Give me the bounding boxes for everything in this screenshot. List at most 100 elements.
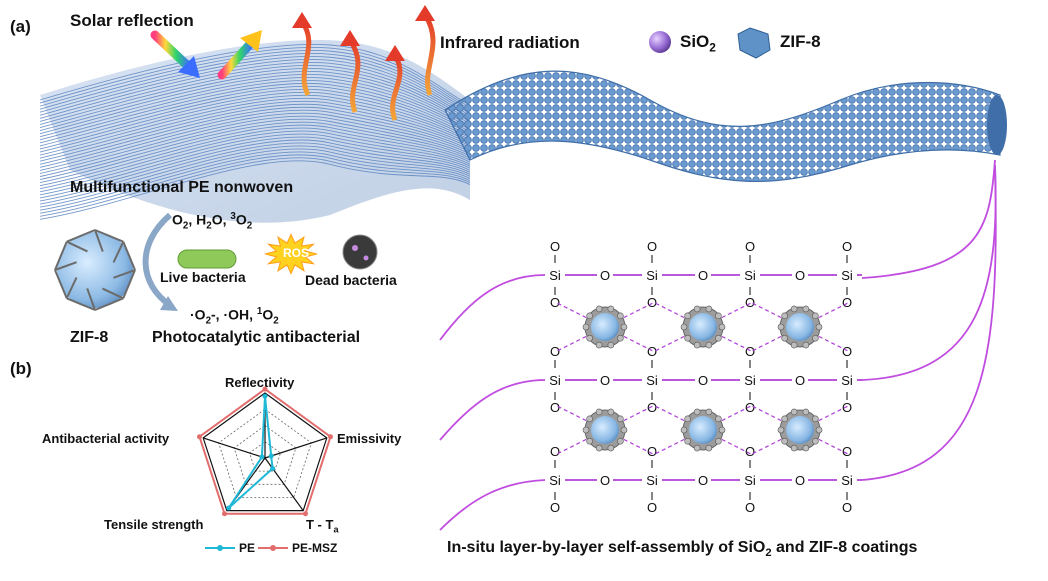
lattice-si-atom: Si	[646, 373, 658, 388]
lattice-o-atom: O	[745, 344, 755, 359]
lattice-o-atom: O	[647, 295, 657, 310]
photocatalytic-label: Photocatalytic antibacterial	[152, 329, 361, 346]
lattice-o-atom: O	[842, 444, 852, 459]
process-arrowhead-icon	[160, 296, 178, 311]
radar-outer-frame	[202, 392, 328, 512]
lattice-o-atom: O	[550, 344, 560, 359]
lattice-o-atom: O	[600, 473, 610, 488]
lattice-o-atom: O	[647, 400, 657, 415]
lattice-si-atom: Si	[841, 473, 853, 488]
lattice-o-atom: O	[842, 500, 852, 515]
lattice-o-atom: O	[842, 239, 852, 254]
lattice-o-atom: O	[745, 500, 755, 515]
lattice-si-atom: Si	[744, 268, 756, 283]
zif8-cluster-icon	[582, 305, 628, 349]
lattice-o-atom: O	[550, 295, 560, 310]
lattice-o-atom: O	[647, 500, 657, 515]
lattice-o-atom: O	[745, 400, 755, 415]
solar-reflection-label: Solar reflection	[70, 11, 194, 30]
lattice-o-atom: O	[600, 268, 610, 283]
radar-point-pe	[270, 466, 276, 472]
lattice-o-atom: O	[647, 239, 657, 254]
radar-spoke	[202, 437, 266, 459]
panel-b-label: (b)	[10, 359, 32, 378]
zif8-cluster-icon	[777, 305, 823, 349]
radar-axis-t-ta: T - Ta	[306, 517, 339, 535]
lattice-o-atom: O	[795, 473, 805, 488]
ros-label: ROS	[283, 246, 310, 260]
legend-sio2: SiO2	[680, 32, 716, 55]
zif8-particle-icon	[54, 229, 136, 311]
radar-axis-antibacterial: Antibacterial activity	[42, 431, 170, 446]
zif8-cluster-icon	[680, 408, 726, 452]
zif8-particle-label: ZIF-8	[70, 329, 109, 346]
lattice-o-atom: O	[550, 500, 560, 515]
radar-point-pe-msz	[222, 511, 228, 517]
lattice-o-atom: O	[698, 473, 708, 488]
lattice-o-atom: O	[550, 239, 560, 254]
lattice-si-atom: Si	[841, 373, 853, 388]
radar-legend	[205, 545, 288, 551]
live-bacteria-label: Live bacteria	[160, 269, 246, 285]
legend-zif8: ZIF-8	[780, 32, 821, 51]
lattice-connector-lines	[439, 159, 997, 531]
lattice-o-atom: O	[698, 268, 708, 283]
lattice-si-atom: Si	[841, 268, 853, 283]
lattice-o-atom: O	[647, 444, 657, 459]
lattice-si-atom: Si	[744, 473, 756, 488]
radar-axis-tensile: Tensile strength	[104, 517, 204, 532]
infrared-radiation-label: Infrared radiation	[440, 33, 580, 52]
dead-bacteria-label: Dead bacteria	[305, 272, 397, 288]
lattice-o-atom: O	[550, 400, 560, 415]
lattice-si-atom: Si	[744, 373, 756, 388]
live-bacteria-icon	[177, 249, 237, 269]
radar-point-pe-msz	[302, 511, 308, 517]
lattice-si-atom: Si	[646, 268, 658, 283]
lattice-o-atom: O	[795, 268, 805, 283]
nonwoven-title: Multifunctional PE nonwoven	[70, 179, 294, 196]
lattice-o-atom: O	[842, 400, 852, 415]
lattice-caption: In-situ layer-by-layer self-assembly of …	[447, 539, 918, 560]
zif8-cluster-icon	[582, 408, 628, 452]
lattice-si-atom: Si	[549, 473, 561, 488]
lattice-si-atom: Si	[549, 373, 561, 388]
zif8-cluster-icon	[680, 305, 726, 349]
lattice-o-atom: O	[842, 295, 852, 310]
infrared-arrowheads	[292, 5, 435, 61]
lattice-si-atom: Si	[646, 473, 658, 488]
lattice-o-atom: O	[745, 239, 755, 254]
pe-nonwoven-illustration	[39, 40, 471, 223]
radar-point-pe	[262, 393, 268, 399]
infrared-arrows	[299, 13, 436, 121]
radar-series-pe	[227, 396, 274, 509]
lattice-o-atom: O	[647, 344, 657, 359]
lattice-o-atom: O	[745, 295, 755, 310]
panel-a-label: (a)	[10, 17, 31, 36]
radar-point-pe	[259, 454, 265, 460]
sio2-sphere-icon	[649, 31, 671, 53]
dead-bacteria-icon	[342, 234, 378, 270]
coated-fiber	[444, 70, 1007, 183]
lattice-o-atom: O	[842, 344, 852, 359]
reactants-label: O2, H2O, 3O2	[172, 211, 253, 232]
radar-point-pe-msz	[262, 386, 268, 392]
legend-pemsz-label: PE-MSZ	[292, 541, 338, 555]
radar-point-pe-msz	[328, 434, 334, 440]
lattice-o-atom: O	[745, 444, 755, 459]
solar-reflection-arrows	[150, 30, 262, 80]
ros-burst-icon	[264, 233, 318, 275]
radar-point-pe	[226, 505, 232, 511]
radar-point-pe-msz	[196, 434, 202, 440]
lattice-o-atom: O	[550, 444, 560, 459]
lattice-o-atom: O	[698, 373, 708, 388]
zif8-polyhedron-icon	[737, 27, 771, 59]
radar-axis-emissivity: Emissivity	[337, 431, 402, 446]
radar-chart	[196, 386, 334, 517]
radar-point-pe	[268, 453, 274, 459]
products-label: ·O2-, ·OH, 1O2	[190, 306, 279, 327]
radar-spoke	[264, 437, 328, 459]
process-arrow-icon	[142, 212, 172, 308]
radar-series-pe-msz	[198, 387, 332, 515]
